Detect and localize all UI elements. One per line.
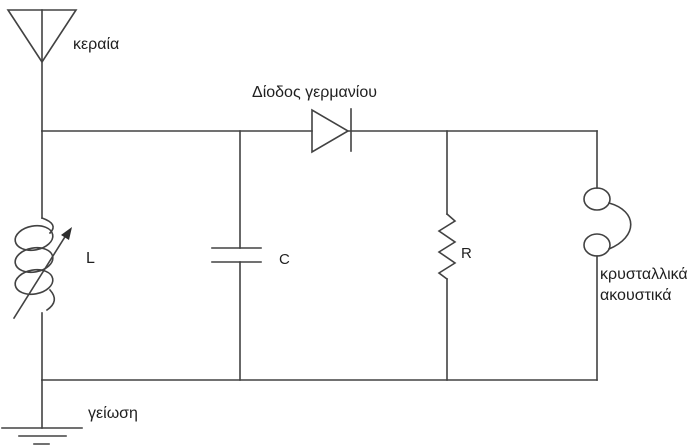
antenna-triangle: [6, 9, 78, 64]
wires: [41, 9, 598, 429]
ground-symbol: [1, 427, 83, 445]
earpiece-top: [583, 187, 611, 211]
coil-loop: [14, 268, 54, 296]
headphones-symbol: [583, 187, 632, 257]
resistor-label: R: [461, 245, 472, 262]
coil-exit-arc: [45, 288, 56, 312]
earpiece-bottom: [583, 233, 611, 257]
variable-arrow-shaft: [12, 230, 70, 320]
diode-label: Δίοδος γερμανίου: [252, 84, 377, 101]
resistor-zigzag: [437, 212, 457, 281]
ground-label: γείωση: [88, 405, 138, 422]
antenna-symbol: [6, 9, 78, 64]
headphones-label-line2: ακουστικά: [600, 287, 672, 304]
inductor-symbol: [12, 216, 72, 320]
diode-triangle: [311, 108, 350, 154]
resistor-symbol: [437, 212, 457, 281]
capacitor-symbol: [211, 247, 262, 263]
capacitor-label: C: [279, 251, 290, 268]
antenna-label: κεραία: [73, 36, 119, 53]
coil-loop: [14, 224, 54, 252]
headphones-label-line1: κρυσταλλικά: [600, 266, 688, 283]
inductor-label: L: [86, 250, 95, 267]
diode-symbol: [311, 108, 352, 154]
variable-arrow-head: [61, 227, 72, 240]
headband-arc: [607, 202, 632, 251]
